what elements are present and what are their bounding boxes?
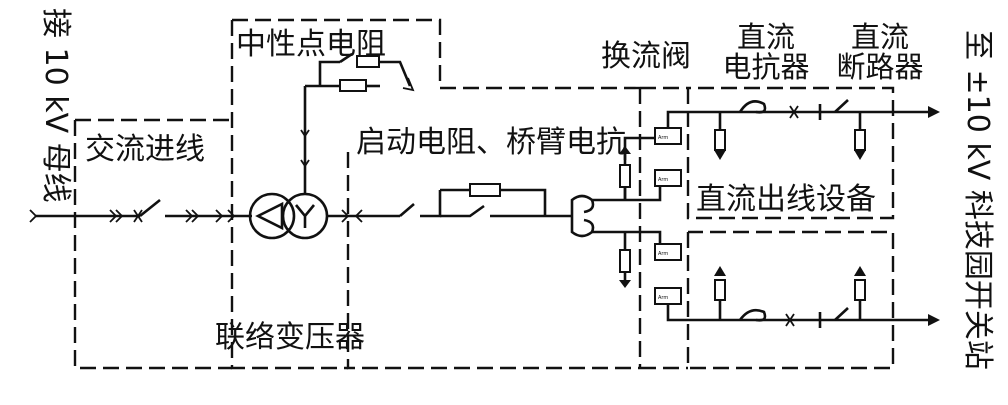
converter-arm-upper: Arm Arm (619, 110, 930, 202)
dc-outgoing-zone (686, 86, 895, 370)
start-resistor-branch (327, 183, 572, 223)
dc-breaker-label-line1: 直流 (850, 20, 909, 54)
dc-outgoing-lower (714, 266, 940, 328)
transformer-zone (230, 18, 442, 370)
svg-text:Arm: Arm (658, 251, 668, 257)
dc-breaker-label: 直流 断路器 (832, 22, 928, 83)
dc-breaker-label-line2: 断路器 (836, 50, 924, 85)
dc-outgoing-upper (714, 99, 940, 160)
dc-reactor-label: 直流 电抗器 (718, 22, 814, 83)
ac-incoming-label: 交流进线 (85, 132, 205, 167)
svg-text:Arm: Arm (658, 295, 668, 301)
start-resistor-reactor-label: 启动电阻、桥臂电抗 (356, 125, 626, 160)
converter-valve-label: 换流阀 (601, 39, 691, 74)
destination-label: 至 ±10 kV 科技园开关站 (960, 30, 995, 370)
neutral-resistor-branch (300, 52, 415, 194)
converter-arm-lower: Arm Arm (619, 230, 930, 322)
ac-incoming-zone (73, 118, 232, 370)
ac-main-line (36, 198, 252, 223)
tie-transformer-label: 联络变压器 (215, 320, 365, 355)
bridge-reactor-lower (570, 216, 625, 238)
svg-text:Arm: Arm (658, 135, 668, 141)
source-terminal-icon (29, 209, 38, 223)
tie-transformer-symbol (248, 192, 329, 240)
converter-valve-zone (638, 86, 688, 370)
neutral-resistor-label: 中性点电阻 (236, 27, 386, 62)
start-resistor-zone (346, 86, 640, 370)
dc-reactor-label-line1: 直流 (736, 20, 795, 54)
dc-reactor-label-line2: 电抗器 (722, 50, 810, 85)
svg-text:Arm: Arm (658, 177, 668, 183)
bus-source-label: 接 10 kV 母线 (38, 8, 73, 203)
dc-outgoing-label: 直流出线设备 (696, 182, 876, 217)
bridge-reactor-upper (570, 194, 625, 216)
